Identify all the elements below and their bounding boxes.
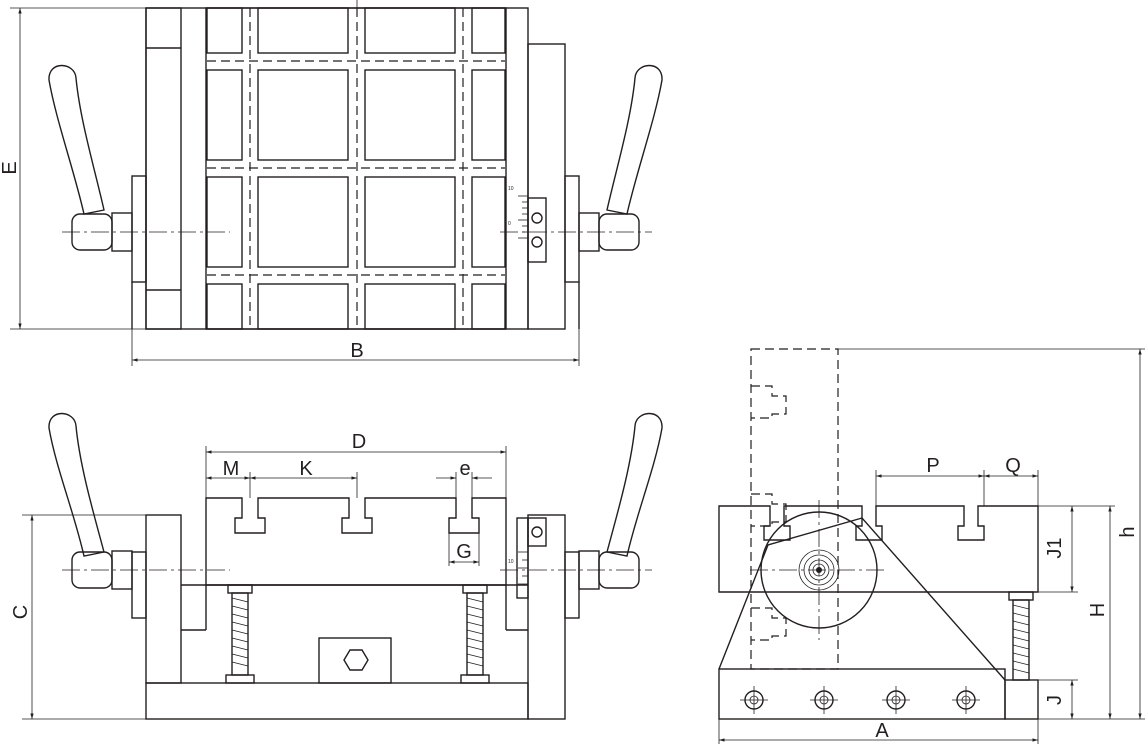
dim-label-j: J [1044,695,1066,705]
scale-mark-lower: 10 [508,559,514,565]
dim-label-d: D [352,431,366,453]
dim-label-q: Q [1005,455,1021,477]
dim-label-h-lower: h [1117,526,1139,537]
dim-label-a: A [875,720,889,742]
dim-label-e-upper: E [0,161,21,174]
side-view: P Q J1 H h J A [718,348,1145,744]
scale-mark-top: 10 [508,186,514,192]
dim-label-m: M [223,458,240,480]
front-view: 10 C D M K e G [10,412,663,720]
scale-mark-mid: 0 [508,221,511,227]
top-view: 10 0 E B [0,0,663,366]
dim-label-b: B [350,340,363,362]
dim-label-g: G [456,541,472,563]
dim-label-j1: J1 [1044,537,1066,558]
dim-label-k: K [299,458,313,480]
dim-label-h-upper: H [1087,603,1109,617]
dim-label-e-lower: e [459,458,470,480]
dim-label-c: C [10,605,32,619]
dim-label-p: P [926,455,939,477]
